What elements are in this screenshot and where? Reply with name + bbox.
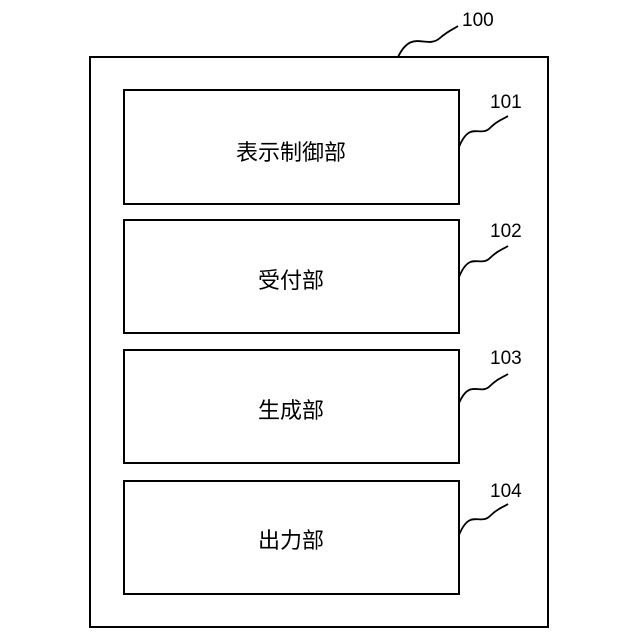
ref-label-101: 101 (490, 92, 522, 113)
leader-line-104 (459, 504, 508, 535)
block-label: 表示制御部 (236, 141, 346, 166)
leader-line-102 (459, 246, 508, 277)
ref-label-104: 104 (490, 481, 522, 502)
leader-line-103 (459, 374, 508, 403)
block-display-control-unit: 表示制御部 101 (124, 90, 522, 204)
ref-label-102: 102 (490, 221, 522, 242)
block-label: 出力部 (258, 529, 324, 554)
leader-line-100 (398, 26, 458, 57)
block-label: 生成部 (258, 399, 324, 424)
ref-label-103: 103 (490, 348, 522, 369)
block-reception-unit: 受付部 102 (124, 220, 522, 333)
block-generation-unit: 生成部 103 (124, 348, 522, 463)
block-output-unit: 出力部 104 (124, 481, 522, 594)
leader-line-101 (459, 116, 508, 147)
ref-label-100: 100 (462, 10, 494, 31)
block-label: 受付部 (258, 269, 324, 294)
